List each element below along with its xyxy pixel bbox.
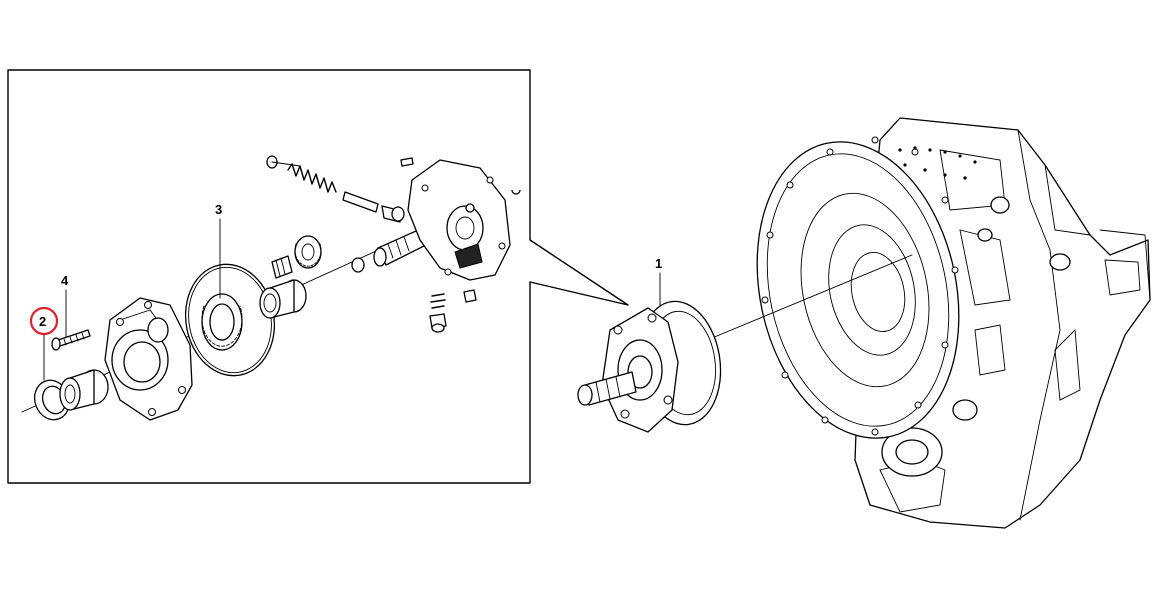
callout-3: 3 <box>215 202 222 299</box>
detail-inset-frame <box>7 69 629 484</box>
assembly-axis-line <box>711 254 913 339</box>
callout-label-3: 3 <box>215 202 222 217</box>
screw <box>51 329 91 351</box>
assembled-oil-pump <box>577 300 722 433</box>
callout-label-1: 1 <box>655 256 662 271</box>
exploded-detail <box>21 155 521 421</box>
pump-cover-plate <box>407 159 511 281</box>
bushing <box>59 369 109 411</box>
pump-housing <box>104 297 193 421</box>
bearing-ring <box>259 279 307 319</box>
drive-gear <box>294 235 322 269</box>
outer-gear <box>201 293 243 351</box>
needle-bearing <box>271 255 293 279</box>
callout-label-4: 4 <box>61 273 69 288</box>
small-valve-parts <box>429 189 521 333</box>
callout-1: 1 <box>655 256 662 307</box>
callout-label-2: 2 <box>39 314 46 329</box>
relief-valve-spring <box>266 155 414 223</box>
callout-2: 2 <box>29 306 59 381</box>
callout-4: 4 <box>61 273 69 338</box>
transmission-housing <box>756 117 1151 529</box>
callout-2-highlight-circle <box>29 306 59 336</box>
snap-ring <box>351 257 365 273</box>
